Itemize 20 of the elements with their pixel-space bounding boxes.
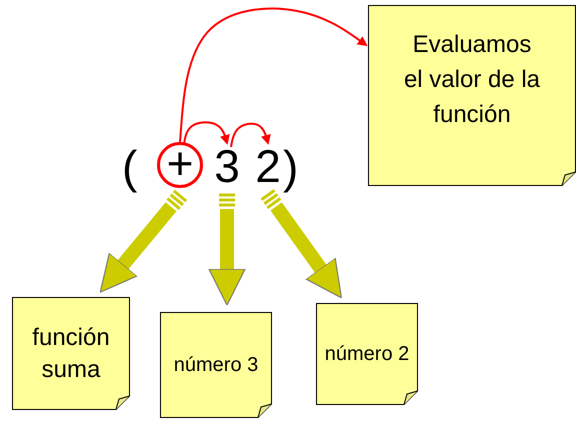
sticky-note (160, 312, 272, 418)
note-text: número 2 (324, 342, 410, 367)
parenthesis: ) (283, 140, 298, 194)
note-text: número 3 (174, 353, 258, 378)
expression-token: + (166, 140, 194, 186)
note-text: Evaluamos el valor de la función (402, 30, 542, 130)
expression-token: 2 (255, 139, 281, 193)
block-arrow (100, 190, 188, 293)
highlight-circle (157, 142, 203, 188)
block-arrow (208, 194, 246, 306)
note-text: función suma (31, 323, 111, 384)
curved-arrow (183, 121, 230, 145)
sticky-note (12, 297, 130, 410)
parenthesis: ( (122, 140, 138, 194)
sticky-note (316, 303, 418, 405)
curved-arrow (230, 122, 271, 148)
expression-token: 3 (214, 139, 240, 193)
sticky-note (368, 5, 576, 186)
block-arrow (260, 189, 342, 298)
curved-arrow (179, 8, 368, 142)
